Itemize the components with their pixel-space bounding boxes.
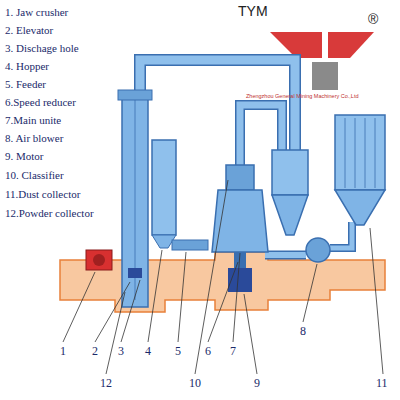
leader-line [244,294,257,374]
legend-item: 9. Motor [5,150,44,162]
logo-text: TYM [238,4,268,19]
dust-collector-cone [335,190,385,225]
leader-line [303,264,317,322]
leader-line [121,280,140,342]
hopper [152,140,176,235]
callout-number: 3 [117,345,125,358]
elevator-cap [118,90,152,100]
leader-line [95,282,130,342]
dust-collector [335,115,385,190]
filter-bag [345,118,346,188]
filter-bag [365,118,366,188]
discharge-hole [128,268,142,278]
legend-item: 7.Main unite [5,114,61,126]
legend-item: 3. Dischage hole [5,42,79,54]
callout-number: 12 [99,377,113,390]
callout-number: 10 [188,377,202,390]
legend-item: 11.Dust collector [5,188,80,200]
leader-line [370,228,383,374]
callout-number: 11 [375,377,389,390]
callout-number: 8 [299,325,307,338]
filter-bag [375,118,376,188]
air-duct [265,251,306,260]
jaw-crusher [86,250,112,270]
callout-number: 4 [144,345,152,358]
jaw-crusher-wheel [93,254,105,266]
legend-item: 2. Elevator [5,24,53,36]
feeder [172,240,208,250]
legend-item: 5. Feeder [5,78,46,90]
filter-bag [355,118,356,188]
company-name: Zhengzhou General Mining Machinery Co.,L… [246,93,359,99]
leader-line [233,253,240,342]
main-unit [212,190,268,252]
callout-number: 7 [229,345,237,358]
leader-line [63,272,95,342]
leader-line [148,250,162,342]
leader-line [195,180,228,374]
legend-item: 8. Air blower [5,132,63,144]
elevator [122,95,148,307]
air-duct [265,252,306,258]
air-duct [330,222,352,248]
leader-line [208,262,238,342]
logo-part [328,32,374,58]
callout-number: 6 [204,345,212,358]
callout-number: 1 [59,345,67,358]
cyclone-cone [272,195,308,235]
leader-line [178,252,186,342]
cyclone [272,150,308,195]
logo-part [312,62,338,90]
leader-lines [63,180,383,374]
legend-item: 12.Powder collector [5,207,94,219]
air-duct [330,222,352,248]
callout-number: 9 [253,377,261,390]
legend-item: 10. Classifier [5,169,64,181]
legend-item: 1. Jaw crusher [5,6,68,18]
air-blower [306,238,330,262]
callout-number: 2 [91,345,99,358]
leader-line [106,292,125,374]
classifier [226,165,254,190]
registered-mark: ® [368,12,378,27]
callout-number: 5 [174,345,182,358]
legend-item: 6.Speed reducer [5,96,76,108]
legend-item: 4. Hopper [5,60,49,72]
